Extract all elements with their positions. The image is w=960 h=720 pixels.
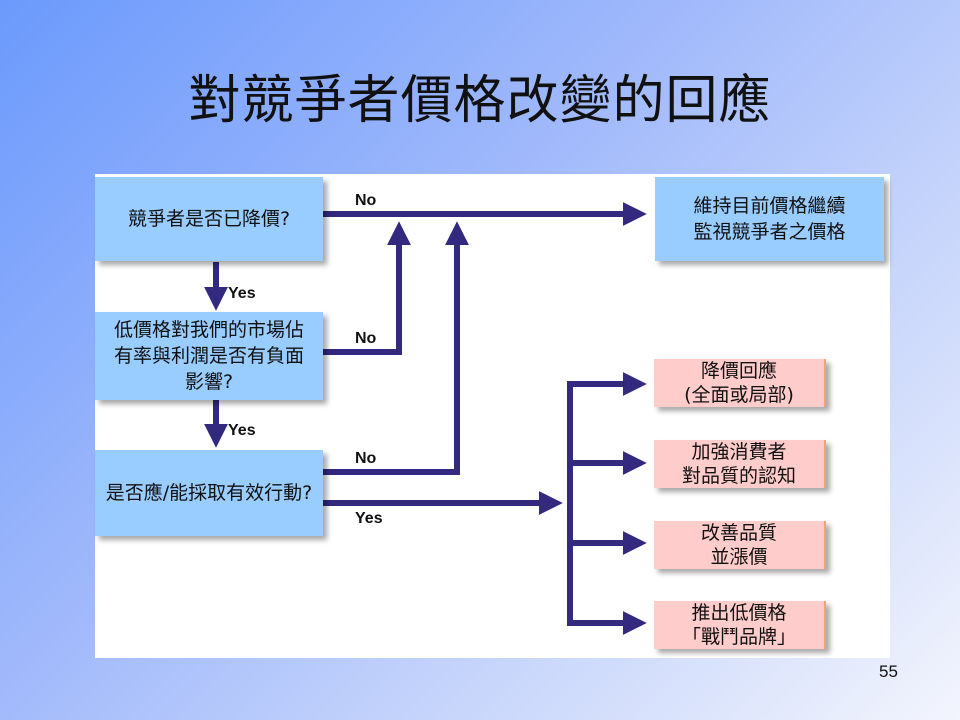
response-line-1: 加強消費者 bbox=[691, 441, 787, 463]
response-line-2: 對品質的認知 bbox=[681, 465, 796, 487]
decision-box-competitor-cut-price: 競爭者是否已降價? bbox=[95, 177, 323, 261]
response-box-quality-perception: 加強消費者 對品質的認知 bbox=[654, 440, 826, 488]
response-line-2: 「戰鬥品牌」 bbox=[681, 626, 796, 648]
response-line-1: 改善品質 bbox=[700, 522, 777, 544]
response-box-fighting-brand: 推出低價格 「戰鬥品牌」 bbox=[654, 601, 826, 649]
edge-label-q2-yes: Yes bbox=[228, 422, 256, 439]
response-line-1: 推出低價格 bbox=[691, 602, 787, 624]
slide-title: 對競爭者價格改變的回應 bbox=[188, 71, 772, 131]
arrow-q3-no bbox=[323, 221, 469, 475]
response-line-2: 並漲價 bbox=[710, 546, 768, 568]
response-line-1: 降價回應 bbox=[700, 360, 777, 382]
outcome-line-2: 監視競爭者之價格 bbox=[693, 221, 846, 243]
decision-text: 是否應/能採取有效行動? bbox=[105, 482, 313, 504]
response-box-improve-quality: 改善品質 並漲價 bbox=[654, 521, 826, 569]
response-line-2: (全面或局部) bbox=[684, 384, 794, 406]
response-box-cut-price: 降價回應 (全面或局部) bbox=[654, 359, 826, 407]
edge-label-q2-no: No bbox=[355, 330, 377, 347]
arrow-q2-no bbox=[323, 221, 411, 355]
outcome-line-1: 維持目前價格繼續 bbox=[693, 195, 846, 217]
edge-label-q1-no: No bbox=[355, 192, 377, 209]
outcome-box-hold-price: 維持目前價格繼續 監視競爭者之價格 bbox=[655, 177, 884, 261]
page-number: 55 bbox=[879, 662, 898, 681]
edge-label-q3-no: No bbox=[355, 450, 377, 467]
decision-box-effective-action: 是否應/能採取有效行動? bbox=[95, 450, 323, 536]
decision-box-negative-impact: 低價格對我們的市場佔有率與利潤是否有負面影響? bbox=[95, 312, 323, 400]
edge-label-q1-yes: Yes bbox=[228, 285, 256, 302]
decision-text: 低價格對我們的市場佔有率與利潤是否有負面影響? bbox=[113, 319, 304, 393]
decision-text: 競爭者是否已降價? bbox=[127, 208, 291, 230]
edge-label-q3-yes: Yes bbox=[355, 510, 383, 527]
